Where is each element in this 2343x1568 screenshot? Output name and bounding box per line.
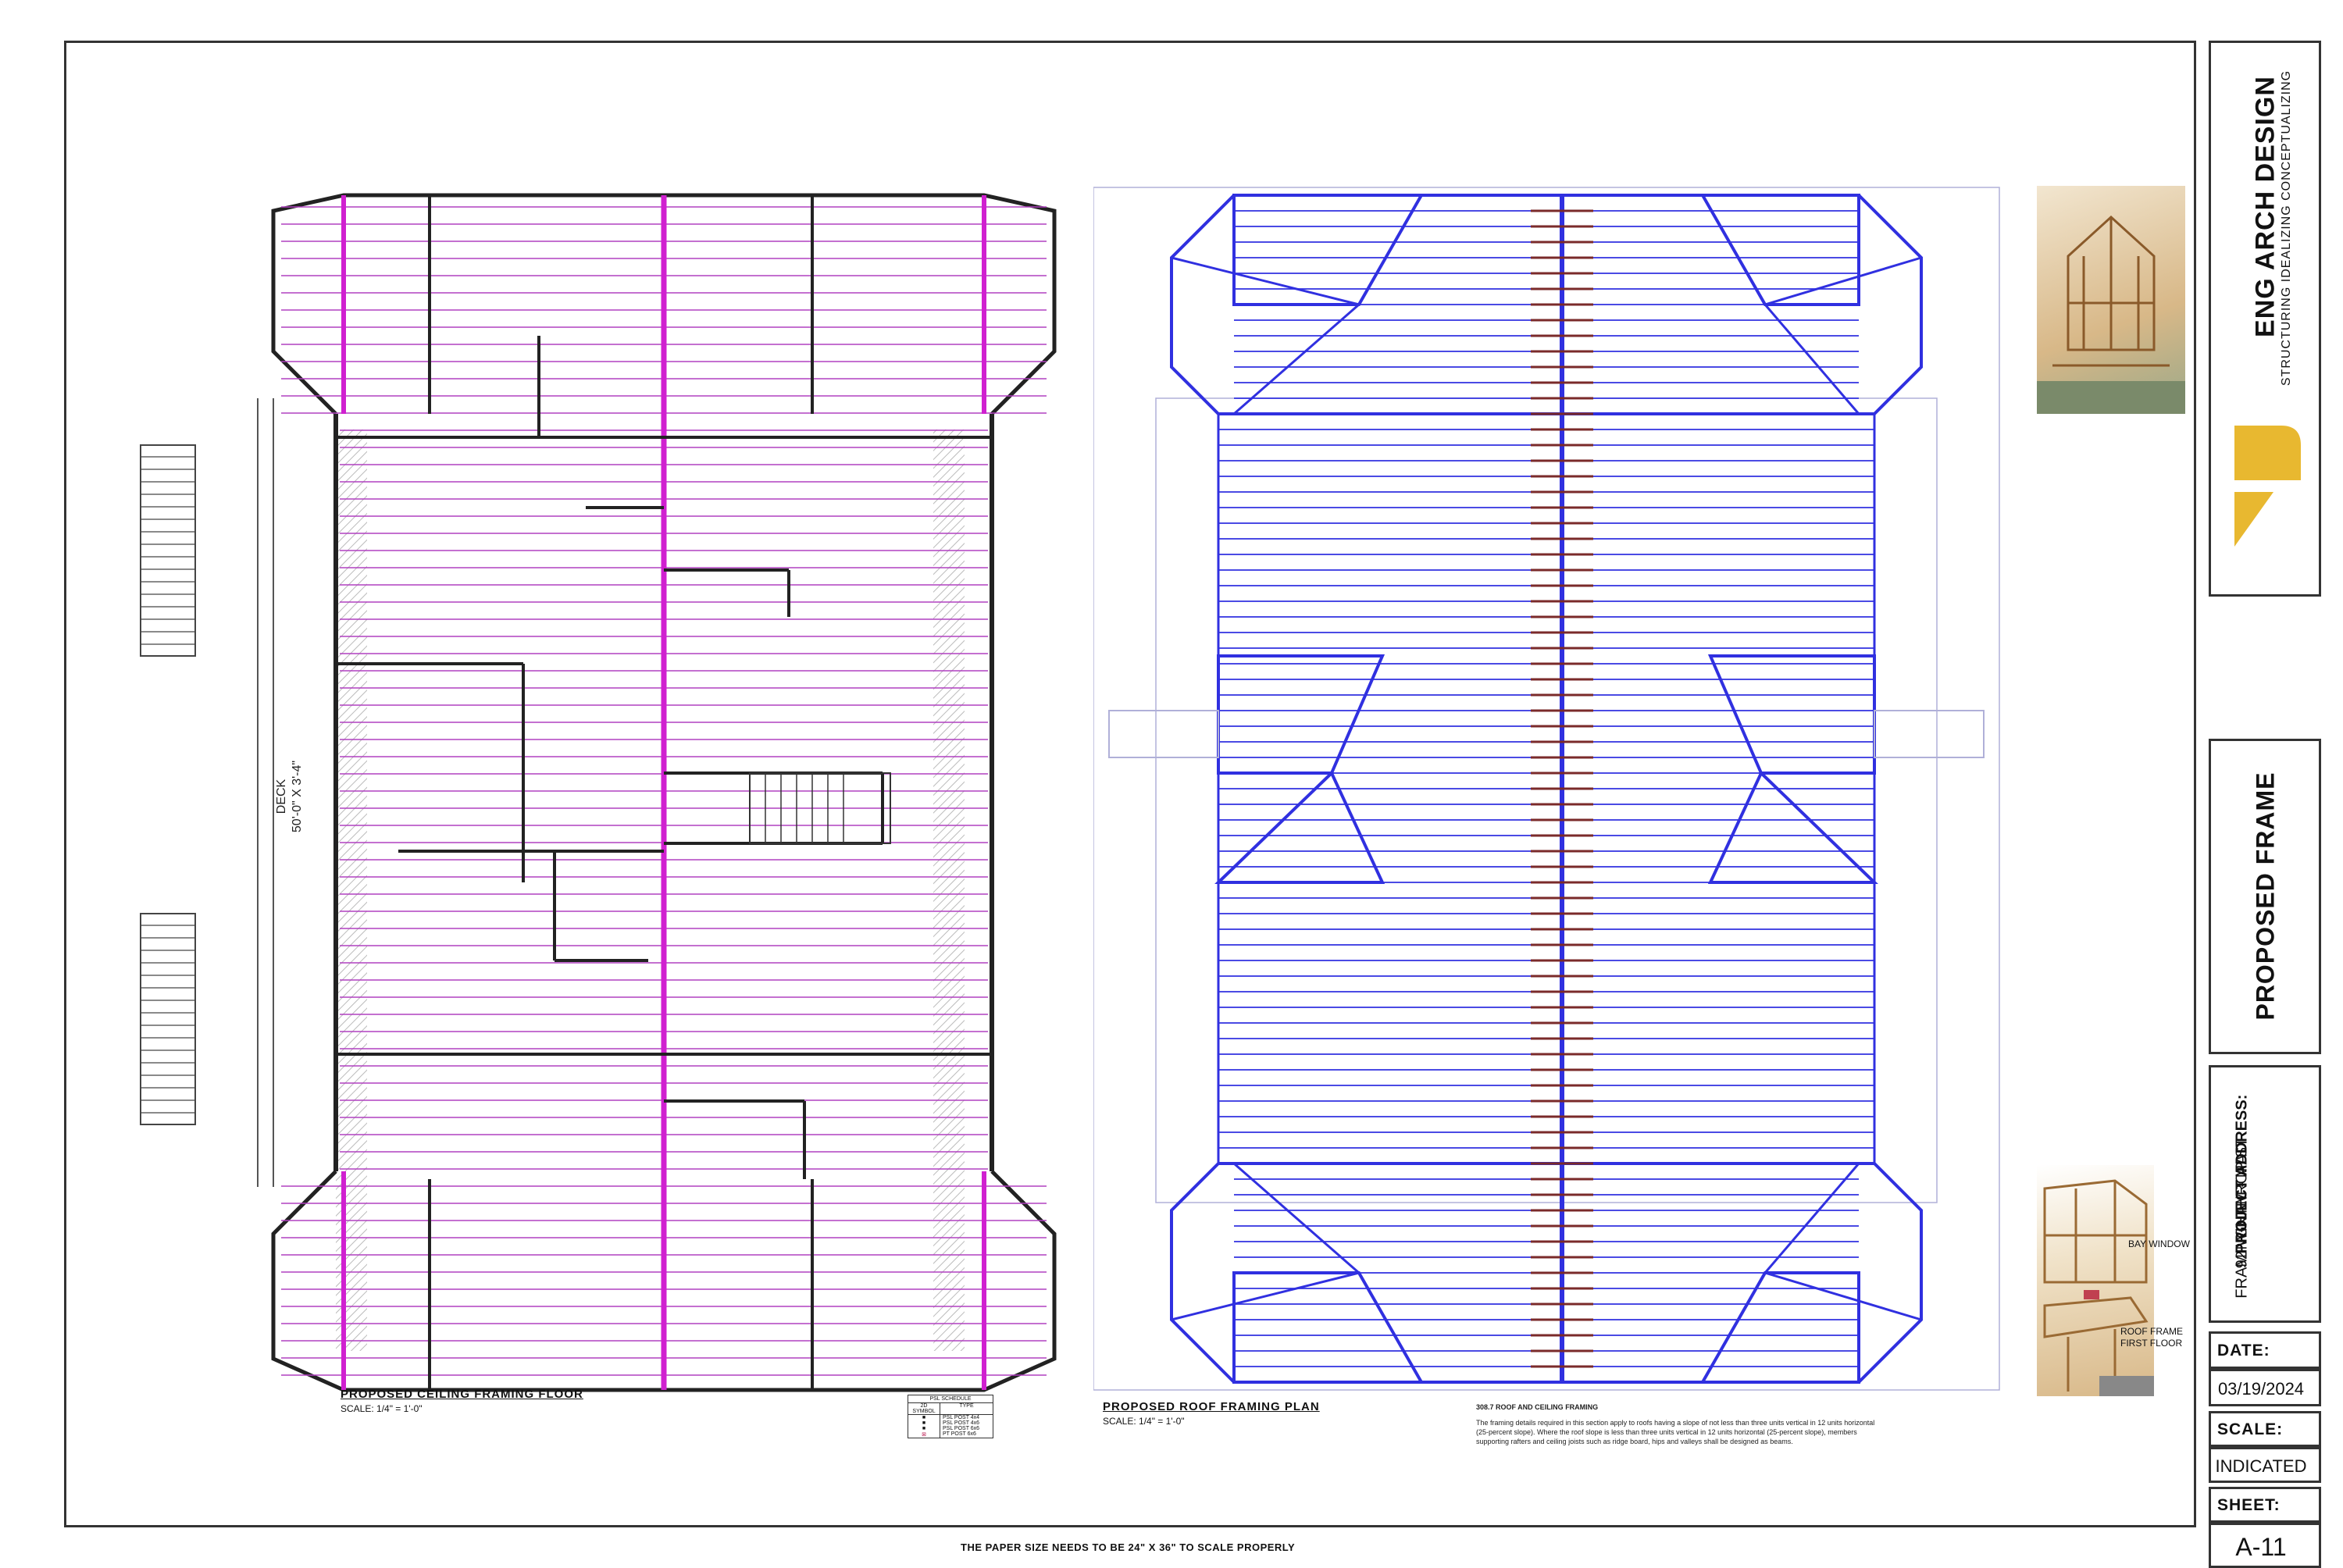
side-bump-left xyxy=(1108,710,1219,758)
ceiling-framing-plan: DECK 50'-0" X 3'-4" xyxy=(140,193,1057,1392)
roof-note-text: The framing details required in this sec… xyxy=(1476,1419,1875,1445)
address-line-2: FRAMINGHAM - MA xyxy=(2233,1154,2251,1299)
psl-type: PSL POST 6x6 xyxy=(943,1426,980,1431)
sheet-value-box: A-11 xyxy=(2209,1523,2321,1568)
date-label-box: DATE: xyxy=(2209,1331,2321,1369)
roof-note: 308.7 ROOF AND CEILING FRAMING The frami… xyxy=(1476,1402,1882,1446)
psl-schedule-title: PSL SCHEDULE xyxy=(908,1395,993,1403)
psl-col-type: TYPE xyxy=(959,1403,974,1409)
bay-window-3d-thumbnail xyxy=(2037,1165,2154,1396)
psl-symbol-icon: ■ xyxy=(908,1426,940,1431)
frame-3d-drawing xyxy=(2037,215,2185,414)
firm-name: ENG ARCH DESIGN xyxy=(2250,76,2281,337)
hatch-area-right xyxy=(933,429,965,1351)
title-block: ENG ARCH DESIGN STRUCTURING IDEALIZING C… xyxy=(2209,41,2321,1568)
psl-symbol-icon: ■ xyxy=(908,1415,940,1420)
roof-note-title: 308.7 ROOF AND CEILING FRAMING xyxy=(1476,1403,1599,1411)
sheet-title-box: PROPOSED FRAME xyxy=(2209,739,2321,1054)
stair-treads xyxy=(765,773,844,843)
table-row: ■ PSL POST 6x6 xyxy=(908,1426,993,1431)
exterior-stair-treads xyxy=(141,456,195,1114)
hatch-area-left xyxy=(336,429,367,1351)
date-value-box: 03/19/2024 xyxy=(2209,1369,2321,1406)
callout-bay-window: BAY WINDOW xyxy=(2128,1238,2190,1249)
exterior-stair-top xyxy=(140,444,196,657)
ridge-blocking xyxy=(1531,209,1593,1368)
deck-label: DECK xyxy=(275,779,288,814)
scale-value-box: INDICATED xyxy=(2209,1447,2321,1483)
sheet-label: SHEET: xyxy=(2217,1496,2281,1514)
psl-symbol-icon: ■ xyxy=(908,1420,940,1426)
psl-type: PSL POST 4x4 xyxy=(943,1415,980,1420)
deck-dim: 50'-0" X 3'-4" xyxy=(291,761,304,832)
psl-schedule: PSL SCHEDULE 2D SYMBOL TYPE ■ PSL POST 4… xyxy=(908,1395,993,1438)
sheet-title: PROPOSED FRAME xyxy=(2251,772,2280,1021)
roof-plan-scale: SCALE: 1/4" = 1'-0" xyxy=(1103,1416,1185,1427)
psl-symbol-icon: ⊠ xyxy=(908,1431,940,1438)
scale-label-box: SCALE: xyxy=(2209,1411,2321,1447)
sheet-border xyxy=(64,41,2196,1527)
frame-3d-thumbnail-top xyxy=(2037,186,2185,414)
sheet-label-box: SHEET: xyxy=(2209,1487,2321,1523)
stair-opening xyxy=(749,772,891,844)
date-value: 03/19/2024 xyxy=(2217,1379,2305,1399)
firm-tagline: STRUCTURING IDEALIZING CONCEPTUALIZING xyxy=(2280,69,2293,387)
sheet-number: A-11 xyxy=(2235,1533,2287,1561)
project-address-box: PROJECT ADDRESS: 92 WINTHROP ST FRAMINGH… xyxy=(2209,1065,2321,1323)
table-row: ⊠ PT POST 6x6 xyxy=(908,1431,993,1438)
table-row: ■ PSL POST 4x6 xyxy=(908,1420,993,1426)
paper-size-note: THE PAPER SIZE NEEDS TO BE 24" X 36" TO … xyxy=(961,1541,1296,1553)
ceiling-plan-title: PROPOSED CEILING FRAMING FLOOR xyxy=(341,1388,583,1401)
firm-logo-icon xyxy=(2234,426,2301,547)
ceiling-plan-scale: SCALE: 1/4" = 1'-0" xyxy=(341,1403,423,1414)
date-label: DATE: xyxy=(2217,1342,2270,1360)
callout-roof-frame: ROOF FRAME FIRST FLOOR xyxy=(2120,1326,2183,1349)
roof-plan-title: PROPOSED ROOF FRAMING PLAN xyxy=(1103,1400,1320,1413)
roof-framing-plan xyxy=(1093,187,2000,1391)
firm-box: ENG ARCH DESIGN STRUCTURING IDEALIZING C… xyxy=(2209,41,2321,597)
scale-value: INDICATED xyxy=(2215,1456,2307,1476)
table-row: ■ PSL POST 4x4 xyxy=(908,1415,993,1420)
psl-type: PT POST 6x6 xyxy=(943,1431,976,1437)
firm-logo xyxy=(2227,418,2305,551)
psl-col-symbol: 2D SYMBOL xyxy=(908,1403,940,1414)
bay-window-drawing xyxy=(2043,1179,2154,1396)
exterior-stair-bottom xyxy=(140,913,196,1125)
psl-schedule-header: 2D SYMBOL TYPE xyxy=(908,1403,993,1415)
side-bump-right xyxy=(1874,710,1985,758)
psl-type: PSL POST 4x6 xyxy=(943,1420,980,1426)
hip-rafters xyxy=(1171,256,1922,1321)
scale-label: SCALE: xyxy=(2217,1420,2284,1438)
